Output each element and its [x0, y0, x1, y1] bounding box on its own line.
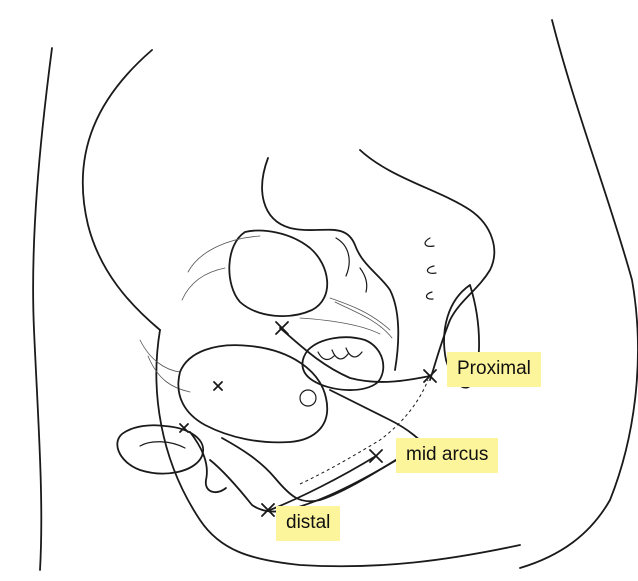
pubic-inner — [140, 442, 185, 448]
label-proximal: Proximal — [447, 352, 541, 387]
suture-mid — [370, 450, 382, 462]
sacrum-right-outline — [360, 150, 494, 380]
foramen-3 — [426, 292, 433, 299]
upper-fold-contour — [83, 50, 160, 330]
label-distal: distal — [276, 506, 340, 541]
foramen-1 — [425, 238, 434, 246]
urethra — [190, 432, 226, 492]
meatus-circle — [300, 390, 316, 406]
ligament-3 — [300, 318, 380, 334]
mid-suture-line — [270, 456, 376, 510]
pelvic-line-2 — [182, 268, 225, 300]
right-body-contour — [520, 20, 638, 568]
pelvic-line-1 — [188, 236, 260, 272]
label-mid-arcus: mid arcus — [396, 438, 498, 473]
foramen-2 — [427, 266, 436, 273]
vaginal-wall-upper — [222, 438, 420, 501]
pelvic-line-3 — [140, 340, 180, 372]
proximal-suture-line — [280, 328, 430, 382]
suture-bladder — [214, 382, 222, 390]
left-body-contour — [33, 48, 52, 570]
pubic-bone-left — [229, 231, 327, 317]
pelvic-line-4 — [148, 356, 190, 392]
suture-top — [276, 322, 288, 334]
bladder — [178, 345, 327, 442]
sacral-curve — [336, 238, 349, 276]
sacral-curve-2 — [360, 268, 367, 292]
ligament-2 — [335, 302, 392, 338]
rectum-folds — [318, 348, 362, 359]
